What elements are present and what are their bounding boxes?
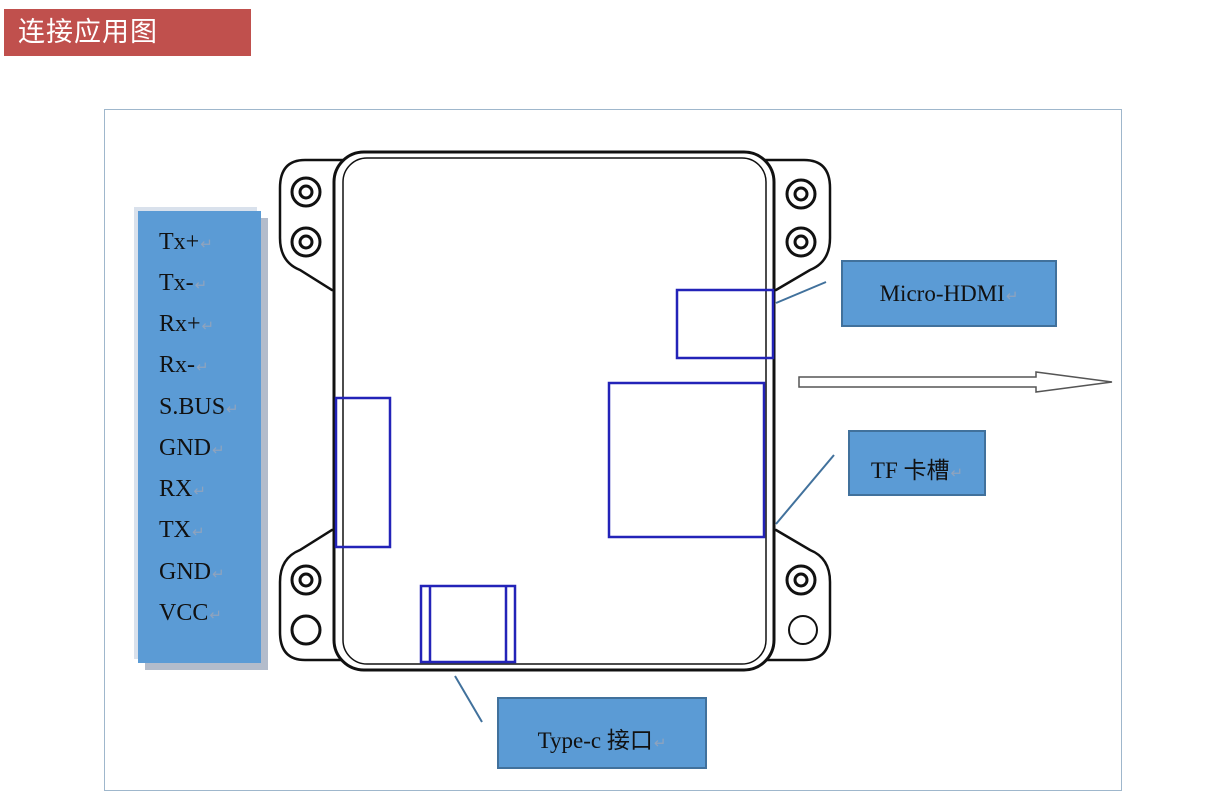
- leader-lines: [454, 281, 835, 723]
- pin-label: GND↵: [159, 435, 225, 461]
- tf-card-slot: [607, 381, 766, 539]
- pin-label: S.BUS↵: [159, 394, 239, 420]
- tf-slot-callout: TF 卡槽↵: [848, 430, 986, 496]
- pin-label: GND↵: [159, 559, 225, 585]
- side-connector: [334, 396, 392, 549]
- pin-label: Tx+↵: [159, 229, 213, 255]
- pin-label: RX↵: [159, 476, 206, 502]
- pin-label: Rx+↵: [159, 311, 215, 337]
- pin-label: Tx-↵: [159, 270, 208, 296]
- type-c-callout: Type-c 接口↵: [497, 697, 707, 769]
- page-title: 连接应用图: [4, 9, 251, 56]
- micro-hdmi-callout: Micro-HDMI↵: [841, 260, 1057, 327]
- pin-label: TX↵: [159, 517, 205, 543]
- board-body: [332, 150, 776, 672]
- mounting-holes: [290, 176, 818, 646]
- pin-label-panel: Tx+↵ Tx-↵ Rx+↵ Rx-↵ S.BUS↵ GND↵ RX↵ TX↵ …: [138, 211, 261, 663]
- pin-label: Rx-↵: [159, 352, 209, 378]
- diagram-frame: [104, 109, 1122, 791]
- type-c-port: [419, 584, 517, 664]
- micro-hdmi-port: [675, 288, 775, 360]
- direction-arrow: [798, 371, 1113, 393]
- pin-label: VCC↵: [159, 600, 222, 626]
